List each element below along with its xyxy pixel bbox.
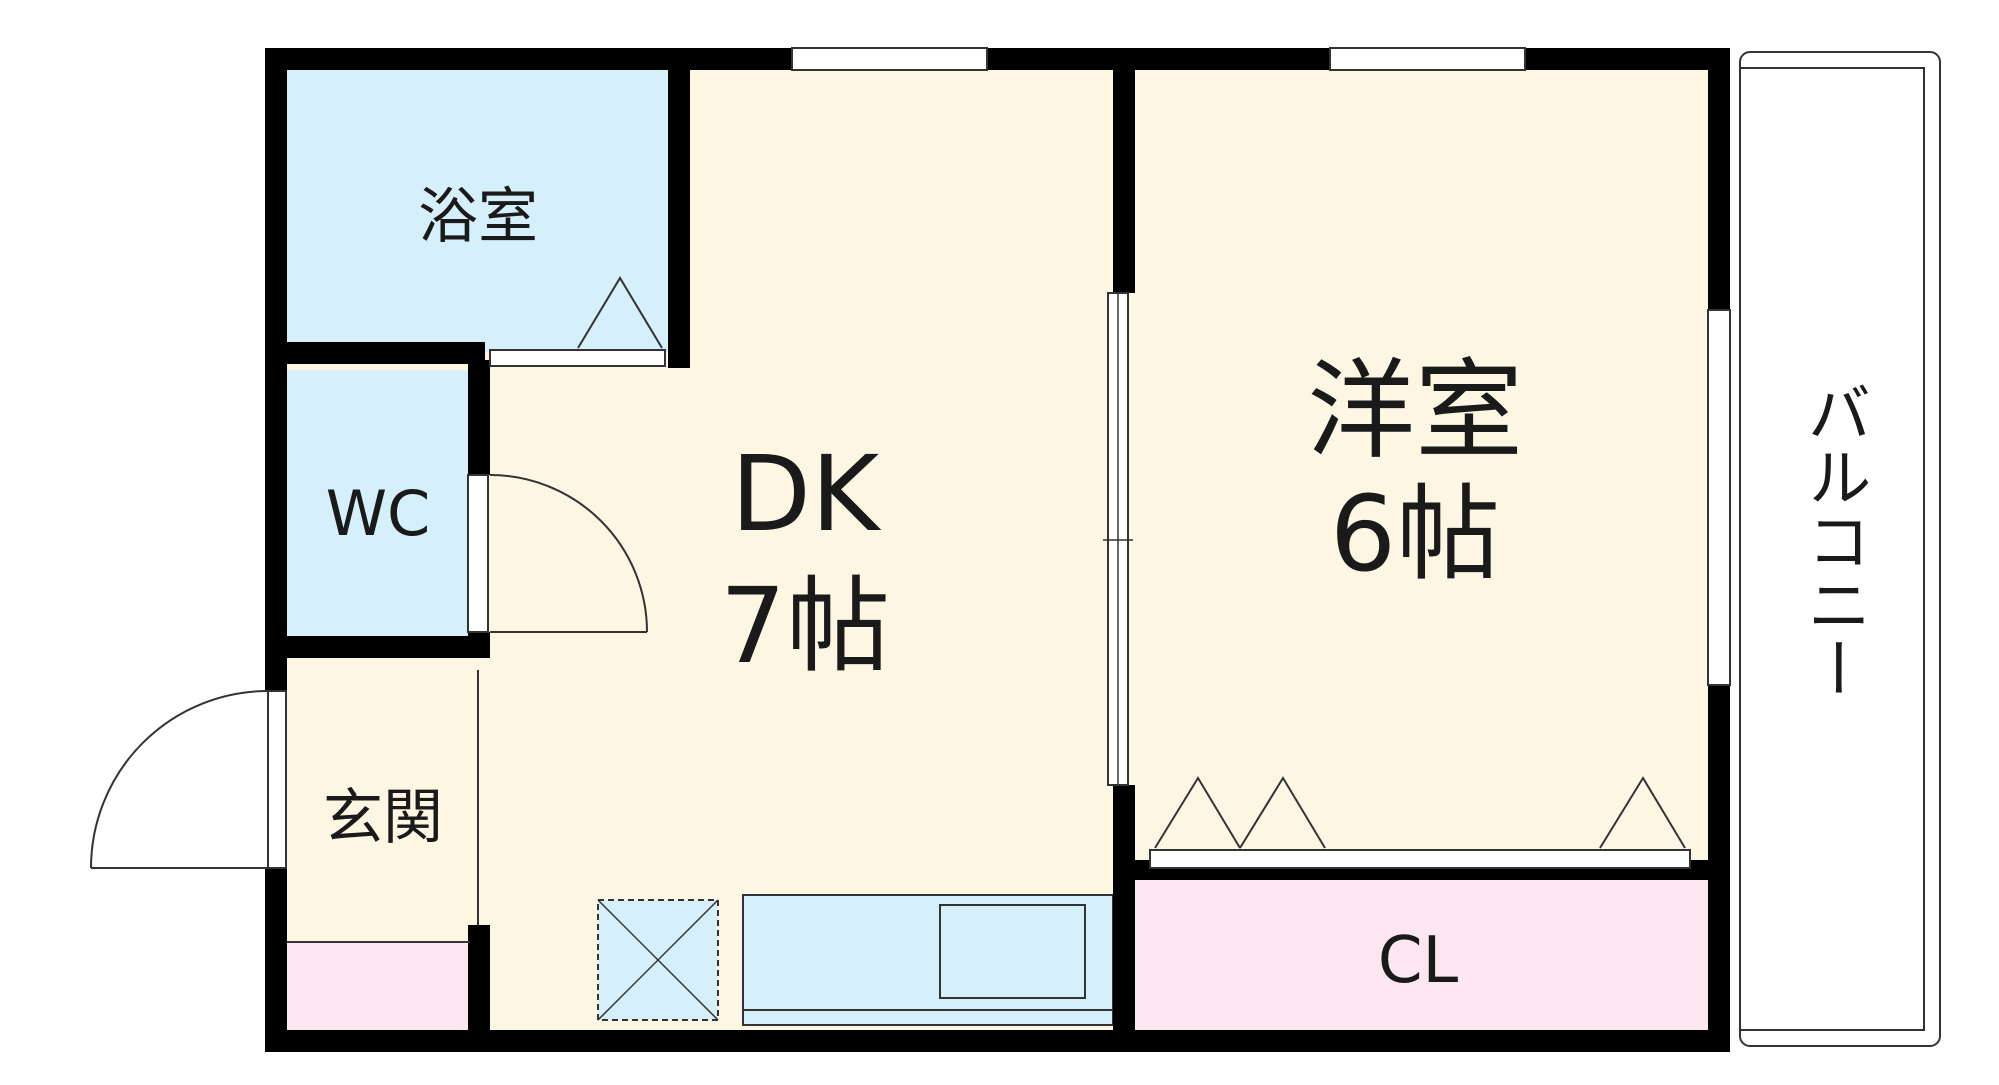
fridge-space <box>597 899 719 1021</box>
interior-walls <box>265 48 1730 1052</box>
windows <box>791 47 1731 686</box>
bath-label: 浴室 <box>418 182 538 252</box>
shoe-box-floor <box>285 942 470 1040</box>
dk-label: DK <box>731 433 882 555</box>
western-size: 6帖 <box>1330 473 1500 595</box>
kitchen-counter <box>742 894 1114 1026</box>
sink <box>939 904 1086 999</box>
wc-floor <box>285 370 470 648</box>
wc-door <box>467 474 648 633</box>
western-label: 洋室 <box>1307 349 1523 474</box>
bath-door <box>489 276 666 367</box>
bath-floor <box>285 62 680 352</box>
entrance-label: 玄関 <box>323 783 443 853</box>
closet-doors <box>1149 776 1691 869</box>
western-floor <box>1128 62 1718 882</box>
dk-size: 7帖 <box>720 565 890 687</box>
wc-label: WC <box>326 477 431 550</box>
closet-label: CL <box>1378 924 1459 998</box>
entrance-door <box>90 690 287 869</box>
sliding-door <box>1103 292 1133 786</box>
balcony-label: バルコニー <box>1796 380 1870 700</box>
balcony <box>1739 51 1941 1047</box>
closet-floor <box>1128 877 1718 1040</box>
